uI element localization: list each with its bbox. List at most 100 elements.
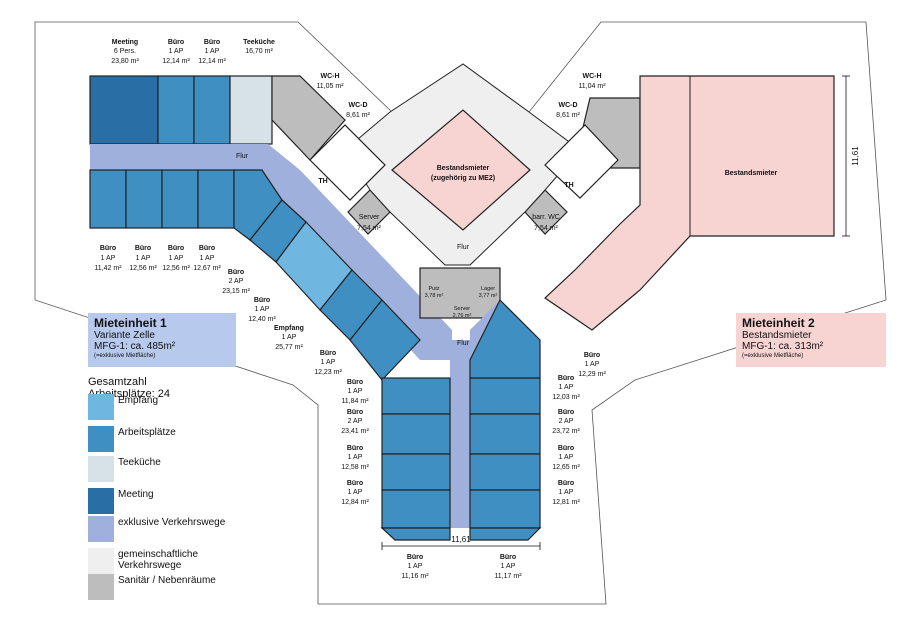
office-1203 — [469, 377, 541, 415]
label-b-1240-ap: 1 AP — [255, 306, 270, 313]
unit2-line2: MFG-1: ca. 313m² — [742, 341, 824, 352]
office-row-1 — [89, 169, 127, 229]
bottom-wing — [380, 298, 542, 541]
unit1-note: (=exklusive Mietfläche) — [94, 353, 156, 359]
legend-label: Empfang — [118, 395, 159, 406]
label-buero-top-1-area: 12,14 m² — [162, 58, 190, 65]
label-putz-name: Putz — [428, 286, 439, 292]
label-b-1281-area: 12,81 m² — [552, 499, 580, 506]
label-wch-right-name: WC-H — [582, 73, 601, 80]
meeting-room — [89, 75, 159, 145]
office-1284 — [381, 489, 451, 529]
label-b-2341-area: 23,41 m² — [341, 428, 369, 435]
legend-swatch — [88, 548, 114, 574]
wc-left — [271, 75, 346, 161]
label-bestand-center-name: Bestandsmieter — [437, 165, 490, 172]
legend-label: Teeküche — [118, 457, 161, 468]
label-b-2ap-left-area: 23,15 m² — [222, 288, 250, 295]
existing-tenant-center — [391, 109, 531, 231]
dimension-right: 11,61 — [851, 146, 860, 166]
label-b-1117-ap: 1 AP — [501, 563, 516, 570]
label-buero-top-2-area: 12,14 m² — [198, 58, 226, 65]
legend-swatch — [88, 456, 114, 482]
label-b-1265-name: Büro — [558, 445, 574, 452]
label-b-1229-name: Büro — [584, 352, 600, 359]
label-lager-name: Lager — [481, 286, 495, 292]
label-meeting-area: 23,80 m² — [111, 58, 139, 65]
office-1229 — [469, 298, 541, 379]
label-buero-top-2-name: Büro — [204, 39, 220, 46]
office-1258 — [381, 453, 451, 491]
label-putz-area: 3,78 m² — [425, 293, 444, 299]
label-server-mid-area: 2,76 m² — [453, 313, 472, 319]
office-1184 — [381, 377, 451, 415]
office-2341 — [381, 413, 451, 455]
unit2-note: (=exklusive Mietfläche) — [742, 353, 804, 359]
label-b-row-3-area: 12,56 m² — [162, 265, 190, 272]
label-b-1116-area: 11,16 m² — [401, 573, 429, 580]
office-row-4 — [197, 169, 235, 229]
office-1281 — [469, 489, 541, 529]
label-buero-top-1-ap: 1 AP — [169, 48, 184, 55]
unit1-line2: MFG-1: ca. 485m² — [94, 341, 176, 352]
label-b-1116-name: Büro — [407, 554, 423, 561]
label-b-row-4-ap: 1 AP — [200, 255, 215, 262]
label-bestand-right-name: Bestandsmieter — [725, 170, 778, 177]
label-teekueche-name: Teeküche — [243, 39, 275, 46]
label-b-2372-ap: 2 AP — [559, 418, 574, 425]
label-b-1117-name: Büro — [500, 554, 516, 561]
legend-swatch — [88, 488, 114, 514]
unit1-line1: Variante Zelle — [94, 330, 155, 341]
label-wcd-right-name: WC-D — [558, 102, 577, 109]
label-b-1116-ap: 1 AP — [408, 563, 423, 570]
legend-item: exklusive Verkehrswege — [88, 516, 248, 542]
label-wcd-left-name: WC-D — [348, 102, 367, 109]
office-top-2 — [193, 75, 231, 145]
label-b-row-3-ap: 1 AP — [169, 255, 184, 262]
unit2-line1: Bestandsmieter — [742, 330, 812, 341]
label-buero-top-2-ap: 1 AP — [205, 48, 220, 55]
legend-item: Empfang — [88, 394, 248, 420]
legend-label: gemeinschaftliche Verkehrswege — [118, 549, 199, 571]
label-barr-wc-name: barr. WC — [532, 214, 560, 221]
label-b-row-1-area: 11,42 m² — [94, 265, 122, 272]
label-wch-left-name: WC-H — [320, 73, 339, 80]
label-b-1223-ap: 1 AP — [321, 359, 336, 366]
label-b-2372-area: 23,72 m² — [552, 428, 580, 435]
unit1-title: Mieteinheit 1 — [94, 316, 167, 330]
label-b-2ap-left-ap: 2 AP — [229, 278, 244, 285]
legend-swatch — [88, 574, 114, 600]
label-b-row-4-name: Büro — [199, 245, 215, 252]
unit2-title: Mieteinheit 2 — [742, 316, 815, 330]
label-b-1258-ap: 1 AP — [348, 454, 363, 461]
legend-item: gemeinschaftliche Verkehrswege — [88, 548, 248, 574]
label-b-row-2-name: Büro — [135, 245, 151, 252]
label-wcd-left-area: 8,61 m² — [346, 112, 370, 119]
label-meeting-name: Meeting — [112, 39, 138, 46]
office-1265 — [469, 453, 541, 491]
label-b-row-4-area: 12,67 m² — [193, 265, 221, 272]
left-wing — [89, 75, 452, 381]
label-b-1203-ap: 1 AP — [559, 384, 574, 391]
label-flur-center: Flur — [457, 244, 470, 251]
label-empfang-ap: 1 AP — [282, 334, 297, 341]
label-b-1223-name: Büro — [320, 350, 336, 357]
legend-label: Sanitär / Nebenräume — [118, 575, 216, 586]
legend-label: exklusive Verkehrswege — [118, 517, 226, 528]
legend-item: Teeküche — [88, 456, 248, 482]
dimension-lines — [381, 75, 850, 550]
legend-swatch — [88, 394, 114, 420]
legend-label: Meeting — [118, 489, 154, 500]
label-b-1240-name: Büro — [254, 297, 270, 304]
label-b-1284-name: Büro — [347, 480, 363, 487]
stairs — [309, 124, 619, 201]
legend-item: Arbeitsplätze — [88, 426, 248, 452]
label-b-1223-area: 12,23 m² — [314, 369, 342, 376]
dimension-bottom: 11,61 — [451, 535, 471, 544]
office-2372 — [469, 413, 541, 455]
label-b-1240-area: 12,40 m² — [248, 316, 276, 323]
legend-item: Meeting — [88, 488, 248, 514]
label-b-1229-area: 12,29 m² — [578, 371, 606, 378]
label-b-1184-name: Büro — [347, 379, 363, 386]
